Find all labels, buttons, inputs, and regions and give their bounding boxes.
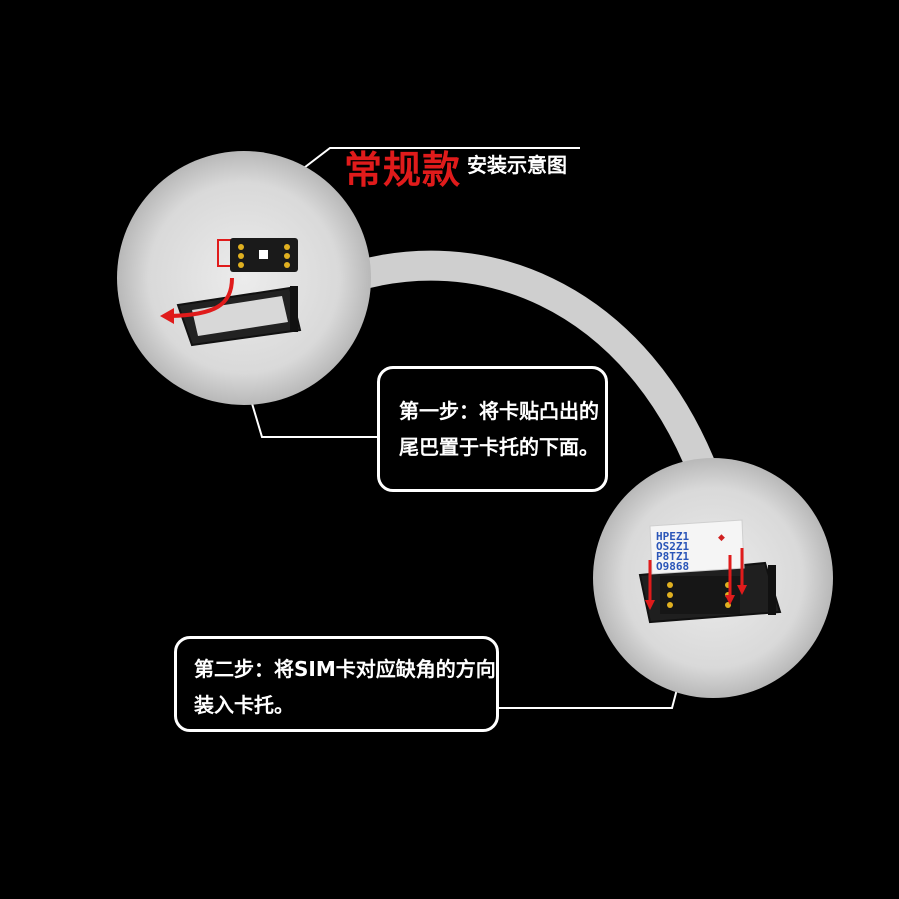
red-arrows-2 [645, 548, 747, 610]
step1-line1: 第一步：将卡贴凸出的 [399, 399, 599, 423]
red-arrowhead-1 [160, 308, 174, 324]
sim-text-line-3: P8TZ1 [656, 550, 689, 563]
sim-text-line-1: HPEZ1 [656, 530, 689, 543]
title-main: 常规款 [344, 148, 462, 192]
red-arrow-1 [169, 277, 234, 318]
sim-card-2: HPEZ1 OS2Z1 P8TZ1 O9868 ◆ [649, 519, 745, 575]
sim-text-line-2: OS2Z1 [656, 540, 689, 553]
step2-line2: 装入卡托。 [194, 693, 294, 717]
step1-line2: 尾巴置于卡托的下面。 [399, 435, 599, 459]
step2-line1: 第二步：将SIM卡对应缺角的方向 [194, 657, 496, 681]
step1-circle [117, 151, 371, 405]
step1-callout: 第一步：将卡贴凸出的 尾巴置于卡托的下面。 [377, 366, 608, 492]
title-sub: 安装示意图 [467, 153, 568, 177]
sim-tray-1 [176, 286, 302, 347]
sim-card-logo: ◆ [718, 533, 725, 543]
card-sticker-1 [217, 238, 298, 272]
diagram-title: 常规款 安装示意图 [344, 148, 567, 192]
sim-text-line-4: O9868 [656, 560, 689, 573]
step2-callout: 第二步：将SIM卡对应缺角的方向 装入卡托。 [174, 636, 499, 732]
connecting-arc [315, 250, 725, 505]
